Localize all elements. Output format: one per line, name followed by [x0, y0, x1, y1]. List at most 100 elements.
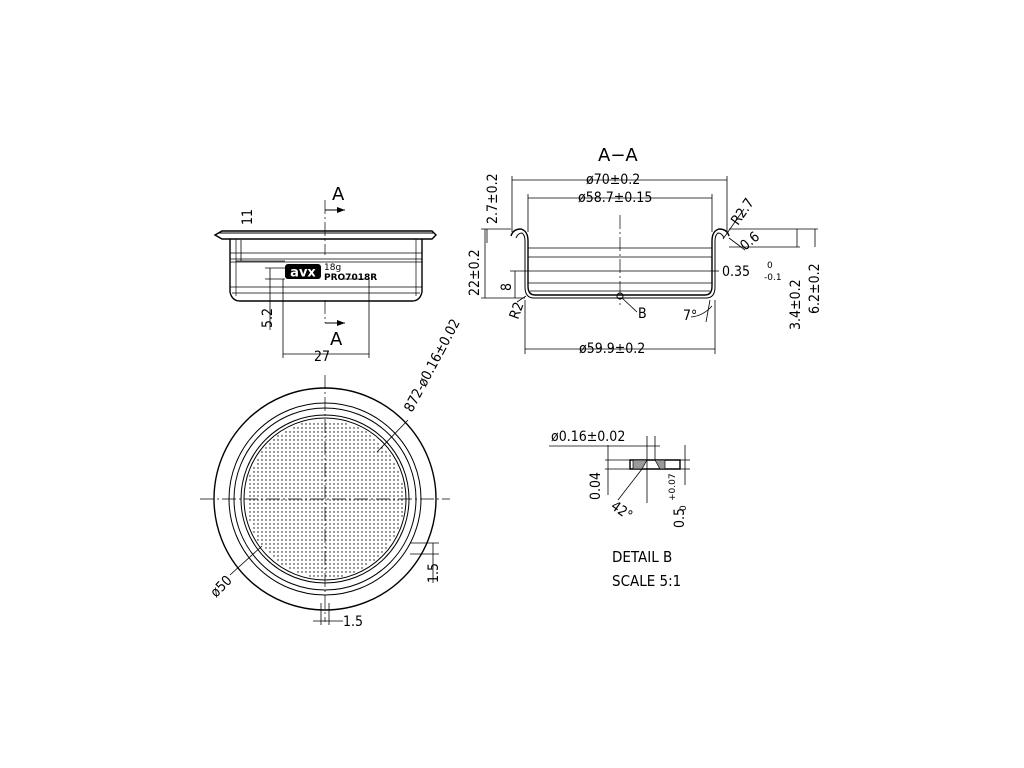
perforation-hole	[297, 567, 299, 569]
perforation-hole	[349, 439, 351, 441]
perforation-hole	[341, 507, 343, 509]
perforation-hole	[285, 511, 287, 513]
perforation-hole	[353, 475, 355, 477]
perforation-hole	[313, 467, 315, 469]
perforation-hole	[309, 491, 311, 493]
perforation-hole	[349, 451, 351, 453]
perforation-hole	[265, 459, 267, 461]
perforation-hole	[297, 571, 299, 573]
perforation-hole	[313, 423, 315, 425]
perforation-hole	[377, 499, 379, 501]
perforation-hole	[329, 503, 331, 505]
perforation-hole	[257, 507, 259, 509]
perforation-hole	[301, 435, 303, 437]
perforation-hole	[285, 439, 287, 441]
perforation-hole	[277, 539, 279, 541]
perforation-hole	[277, 515, 279, 517]
perforation-hole	[325, 515, 327, 517]
perforation-hole	[261, 499, 263, 501]
perforation-hole	[349, 507, 351, 509]
perforation-hole	[297, 551, 299, 553]
perforation-hole	[397, 475, 399, 477]
perforation-hole	[289, 543, 291, 545]
perforation-hole	[285, 451, 287, 453]
perforation-hole	[297, 435, 299, 437]
perforation-hole	[281, 459, 283, 461]
dim-r27: R2.7	[728, 196, 758, 229]
perforation-hole	[393, 487, 395, 489]
perforation-hole	[265, 527, 267, 529]
perforation-hole	[289, 507, 291, 509]
perforation-hole	[357, 515, 359, 517]
perforation-hole	[297, 455, 299, 457]
perforation-hole	[389, 511, 391, 513]
perforation-hole	[337, 567, 339, 569]
perforation-hole	[289, 483, 291, 485]
perforation-hole	[309, 567, 311, 569]
perforation-hole	[313, 543, 315, 545]
perforation-hole	[289, 567, 291, 569]
perforation-hole	[261, 507, 263, 509]
perforation-hole	[289, 467, 291, 469]
perforation-hole	[393, 475, 395, 477]
perforation-hole	[301, 551, 303, 553]
perforation-hole	[393, 519, 395, 521]
perforation-hole	[269, 483, 271, 485]
perforation-hole	[337, 527, 339, 529]
perforation-hole	[257, 503, 259, 505]
perforation-hole	[277, 543, 279, 545]
perforation-hole	[325, 551, 327, 553]
perforation-hole	[325, 495, 327, 497]
perforation-hole	[361, 439, 363, 441]
perforation-hole	[321, 483, 323, 485]
perforation-hole	[357, 559, 359, 561]
perforation-hole	[277, 475, 279, 477]
perforation-hole	[337, 555, 339, 557]
perforation-hole	[345, 503, 347, 505]
perforation-hole	[333, 439, 335, 441]
perforation-hole	[357, 511, 359, 513]
perforation-hole	[389, 515, 391, 517]
perforation-hole	[365, 519, 367, 521]
perforation-hole	[333, 463, 335, 465]
dim-inner-dia: ø58.7±0.15	[578, 190, 652, 206]
perforation-hole	[357, 443, 359, 445]
perforation-hole	[345, 495, 347, 497]
perforation-hole	[385, 515, 387, 517]
perforation-hole	[325, 531, 327, 533]
perforation-hole	[381, 463, 383, 465]
perforation-hole	[253, 491, 255, 493]
perforation-hole	[329, 439, 331, 441]
perforation-hole	[345, 487, 347, 489]
perforation-hole	[349, 431, 351, 433]
perforation-hole	[317, 495, 319, 497]
perforation-hole	[333, 535, 335, 537]
perforation-hole	[301, 511, 303, 513]
perforation-hole	[321, 475, 323, 477]
perforation-hole	[249, 495, 251, 497]
perforation-hole	[337, 479, 339, 481]
perforation-hole	[289, 463, 291, 465]
perforation-hole	[305, 551, 307, 553]
perforation-hole	[293, 531, 295, 533]
perforation-hole	[253, 499, 255, 501]
perforation-hole	[365, 459, 367, 461]
perforation-hole	[349, 539, 351, 541]
perforation-hole	[265, 495, 267, 497]
perforation-hole	[337, 427, 339, 429]
perforation-hole	[361, 567, 363, 569]
perforation-hole	[377, 467, 379, 469]
perforation-hole	[345, 539, 347, 541]
perforation-hole	[369, 435, 371, 437]
perforation-hole	[373, 531, 375, 533]
perforation-hole	[341, 539, 343, 541]
perforation-hole	[297, 483, 299, 485]
perforation-hole	[341, 487, 343, 489]
perforation-hole	[401, 511, 403, 513]
perforation-hole	[309, 507, 311, 509]
perforation-hole	[325, 559, 327, 561]
perforation-hole	[249, 483, 251, 485]
perforation-hole	[301, 531, 303, 533]
perforation-hole	[369, 475, 371, 477]
perforation-hole	[329, 507, 331, 509]
